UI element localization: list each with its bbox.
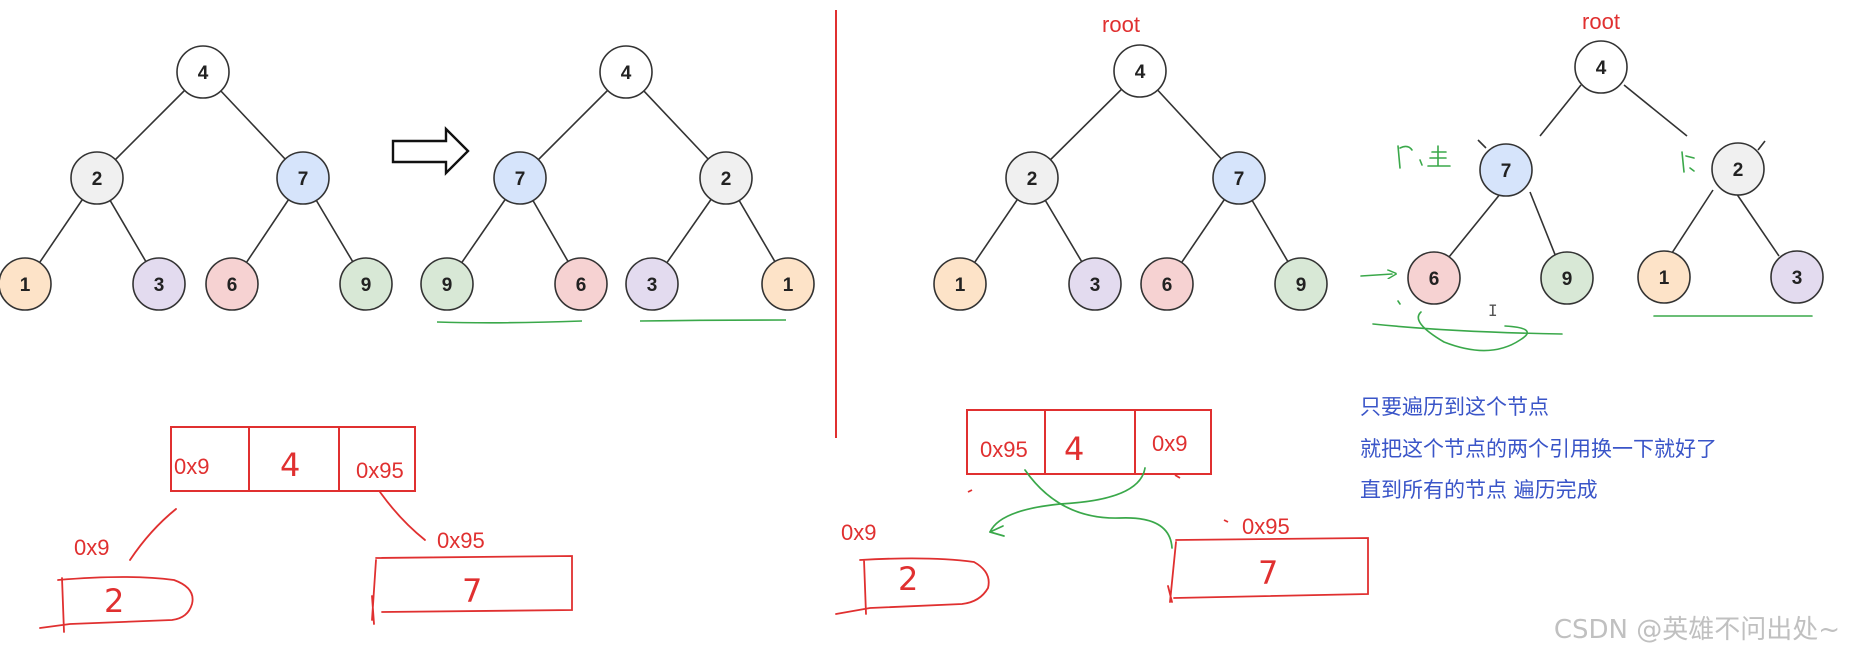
tree-node: 6 [554,257,608,311]
memory-diagram-right: 0x95 4 0x9 0x9 0x95 2 7 [835,409,1369,615]
tree-node: 1 [0,257,52,311]
pointer-cell-left: 0x95 [980,437,1028,462]
svg-text:3: 3 [1792,268,1803,289]
svg-text:9: 9 [1562,269,1573,290]
tree-node: 9 [1540,251,1594,305]
root-label: root [1102,12,1140,37]
tree-node: 7 [276,151,330,205]
svg-text:7: 7 [1501,161,1512,182]
svg-text:6: 6 [576,275,587,296]
green-underline [436,320,583,324]
explanation-notes: 只要遍历到这个节点 就把这个节点的两个引用换一下就好了 直到所有的节点 遍历完成 [1360,395,1717,502]
pointer-cell-right: 0x95 [356,458,404,483]
note-line: 只要遍历到这个节点 [1360,395,1549,419]
tree-node: 9 [1274,257,1328,311]
svg-text:6: 6 [1162,275,1173,296]
pointer-label-right: 0x95 [437,528,485,553]
tree-partial-swap: root 4 7 2 6 9 1 3 [1360,9,1824,352]
tree-node: 4 [1574,40,1628,94]
note-line: 就把这个节点的两个引用换一下就好了 [1360,437,1717,461]
svg-text:2: 2 [1027,169,1038,190]
svg-text:1: 1 [783,275,794,296]
tree-node: 3 [1770,250,1824,304]
svg-text:1: 1 [955,275,966,296]
memory-diagram-left: 0x9 4 0x95 0x9 0x95 2 7 [39,426,573,633]
tree-node: 1 [933,257,987,311]
pointer-label-left: 0x9 [841,520,876,545]
svg-text:3: 3 [154,275,165,296]
svg-text:9: 9 [361,275,372,296]
tree-node: 2 [1005,151,1059,205]
svg-text:9: 9 [442,275,453,296]
tree-node: 1 [1637,250,1691,304]
tree-node: 3 [625,257,679,311]
svg-text:4: 4 [1596,58,1607,79]
tree-node: 2 [699,151,753,205]
watermark: CSDN @英雄不问出处~ [1554,615,1840,645]
tree-node: 4 [599,45,653,99]
svg-text:7: 7 [298,169,309,190]
tree-node: 7 [1479,143,1533,197]
svg-text:1: 1 [20,275,31,296]
tree-node: 1 [761,257,815,311]
value-cell: 4 [280,446,300,484]
svg-text:4: 4 [1135,62,1146,83]
svg-text:2: 2 [1733,160,1744,181]
text-cursor-icon: I [1488,301,1498,320]
pointer-cell-left: 0x9 [174,454,209,479]
tree-node: 6 [205,257,259,311]
pointer-cell-right: 0x9 [1152,431,1187,456]
transform-arrow-icon [391,126,470,176]
green-underline [639,319,787,322]
tree-node: 2 [1711,142,1765,196]
tree-node: 7 [1212,151,1266,205]
svg-text:6: 6 [227,275,238,296]
green-handwriting [1360,145,1813,352]
svg-text:7: 7 [515,169,526,190]
pointer-label-right: 0x95 [1242,514,1290,539]
node-value-box: 7 [1258,554,1278,592]
tree-node: 4 [176,45,230,99]
tree-node: 9 [339,257,393,311]
svg-text:6: 6 [1429,269,1440,290]
svg-text:3: 3 [1090,275,1101,296]
svg-text:9: 9 [1296,275,1307,296]
pointer-label-left: 0x9 [74,535,109,560]
note-line: 直到所有的节点 遍历完成 [1360,478,1598,502]
svg-text:3: 3 [647,275,658,296]
node-value-box: 2 [898,560,918,598]
tree-node: 9 [420,257,474,311]
tree-node: 3 [132,257,186,311]
tree-node: 3 [1068,257,1122,311]
value-cell: 4 [1064,430,1084,468]
svg-text:4: 4 [198,63,209,84]
swap-arrows [989,467,1173,549]
tree-node: 7 [493,151,547,205]
svg-text:2: 2 [92,169,103,190]
root-label: root [1582,9,1620,34]
svg-text:1: 1 [1659,268,1670,289]
svg-text:4: 4 [621,63,632,84]
tree-node: 6 [1407,251,1461,305]
tree-node: 4 [1113,44,1167,98]
tree-mirrored: 4 7 2 9 6 3 1 [420,45,815,324]
tree-node: 6 [1140,257,1194,311]
node-value-box: 2 [104,582,124,620]
tree-original: 4 2 7 1 3 6 9 [0,45,393,311]
tree-node: 2 [70,151,124,205]
svg-text:7: 7 [1234,169,1245,190]
tree-with-root: root 4 2 7 1 3 6 9 [933,12,1328,311]
svg-text:2: 2 [721,169,732,190]
node-value-box: 7 [462,572,482,610]
